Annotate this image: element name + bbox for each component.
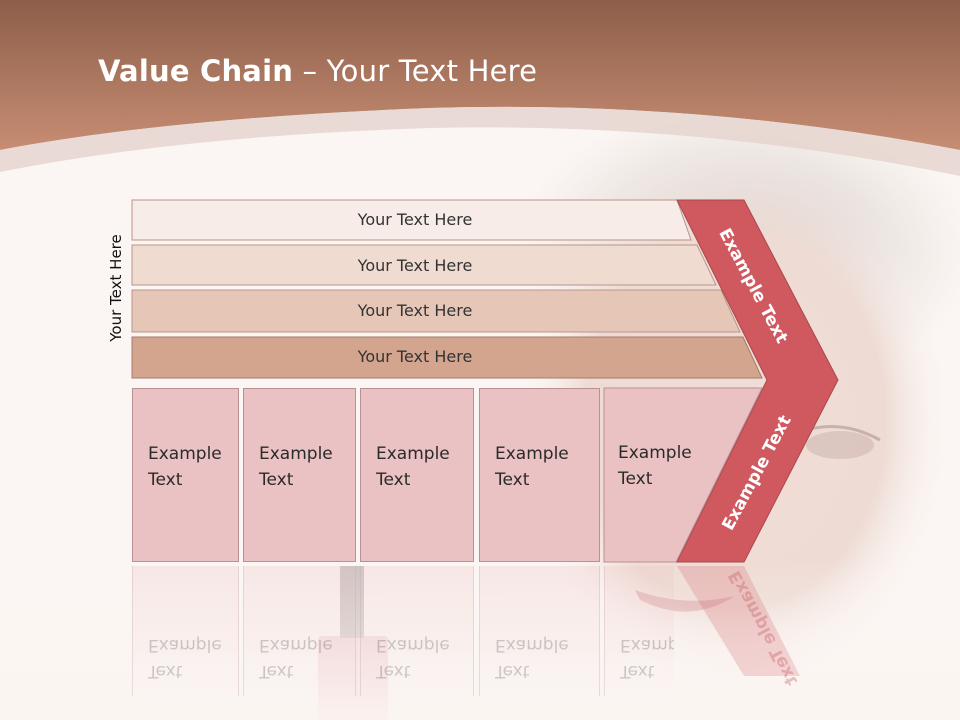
row-4-shape [131, 336, 763, 379]
box-3-text: Example Text [376, 441, 450, 493]
box-2: Example Text [243, 388, 356, 562]
box-1-text: Example Text [148, 441, 222, 493]
box-1-line-1: Example [148, 444, 222, 464]
row-1-label: Your Text Here [357, 210, 473, 229]
chevron-arrow [676, 199, 839, 563]
row-4-label: Your Text Here [357, 347, 473, 366]
row-2-label: Your Text Here [357, 256, 473, 275]
row-2-shape [131, 244, 717, 286]
box-4-text: Example Text [495, 441, 569, 493]
box-5-line-2: Text [618, 469, 653, 489]
box-1: Example Text [132, 388, 239, 562]
box-5-line-1: Example [618, 443, 692, 463]
row-3-label: Your Text Here [357, 301, 473, 320]
box-5-text: Example Text [618, 440, 692, 492]
chevron-arrow-reflection [677, 566, 800, 676]
box-3-line-1: Example [376, 444, 450, 464]
box-3: Example Text [360, 388, 474, 562]
box-3-line-2: Text [376, 470, 411, 490]
box-4-line-2: Text [495, 470, 530, 490]
slide-title: Value Chain – Your Text Here [98, 54, 537, 88]
box-5: Example Text [604, 388, 754, 562]
row-1-shape [131, 199, 692, 241]
box-2-text: Example Text [259, 441, 333, 493]
title-rest: – Your Text Here [302, 54, 538, 88]
box-1-line-2: Text [148, 470, 183, 490]
row-3-shape [131, 289, 741, 333]
box-2-line-1: Example [259, 444, 333, 464]
title-bold: Value Chain [98, 54, 294, 88]
box-4-line-1: Example [495, 444, 569, 464]
box-4: Example Text [479, 388, 600, 562]
box-2-line-2: Text [259, 470, 294, 490]
